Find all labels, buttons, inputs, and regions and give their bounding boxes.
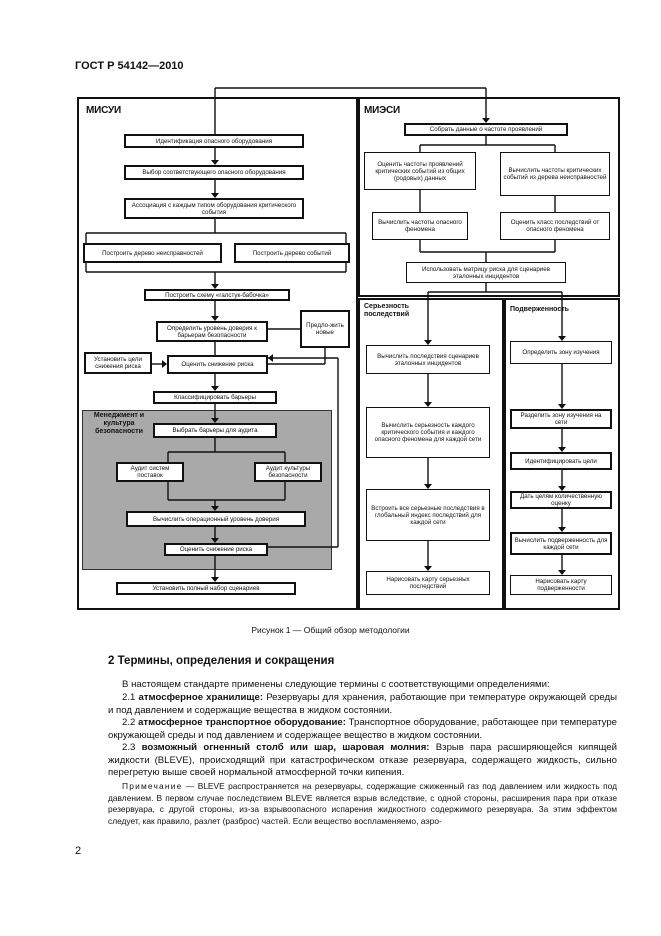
term-definition: Транспортное оборудование, работающее пр…	[108, 717, 617, 741]
box-calc-consequences: Вычислить последствия сценариев эталонны…	[366, 345, 490, 374]
box-assess-reduction-2: Оценить снижение риска	[164, 543, 268, 556]
figure-caption: Рисунок 1 — Общий обзор методологии	[251, 625, 410, 635]
box-assess-reduction: Оценить снижение риска	[167, 355, 268, 374]
box-calc-severity: Вычислить серьезность каждого критическо…	[366, 407, 490, 458]
box-audit-culture: Аудит культуры безопасности	[254, 462, 322, 482]
term-definition: Взрыв пара расширяющейся кипящей жидкост…	[108, 742, 617, 778]
term-name: атмосферное транспортное оборудование:	[138, 717, 346, 728]
box-select-equipment: Выбор соответствующего опасного оборудов…	[124, 165, 304, 180]
box-confidence-level: Определить уровень доверия к барьерам бе…	[156, 321, 268, 342]
box-identify-targets: Идентифицировать цели	[510, 452, 612, 470]
term-number: 2.3	[122, 742, 136, 753]
note-text: — BLEVE распространяется на резервуары, …	[108, 781, 617, 826]
miesi-title: МИЭСИ	[364, 105, 401, 116]
box-estimate-frequency: Оценить частоты проявлений критических с…	[364, 152, 476, 190]
box-calc-frequency: Вычислить частоты критических событий из…	[500, 152, 610, 196]
box-vulnerability-map: Нарисовать карту подверженности	[510, 575, 612, 595]
term-2-1: 2.1 атмосферное хранилище: Резервуары дл…	[108, 692, 617, 717]
box-define-zone: Определить зону изучения	[510, 341, 612, 364]
term-2-2: 2.2 атмосферное транспортное оборудовани…	[108, 717, 617, 742]
box-associate-event: Ассоциация с каждым типом оборудования к…	[124, 198, 304, 219]
box-severity-map: Нарисовать карту серьезных последствий	[366, 571, 490, 595]
box-quantify-targets: Дать целям количественную оценку	[510, 491, 612, 509]
box-classify-barriers: Классифицировать барьеры	[153, 391, 277, 404]
box-global-index: Встроить все серьезные последствия в гло…	[366, 489, 490, 541]
misui-title: МИСУИ	[86, 105, 122, 116]
box-choose-audit: Выбрать барьеры для аудита	[153, 423, 277, 438]
box-set-goals: Установить цели снижения риска	[84, 352, 152, 374]
box-propose-new: Предло-жить новые	[300, 310, 350, 348]
box-bowtie: Построить схему «галстук-бабочка»	[144, 289, 290, 301]
section-heading: 2 Термины, определения и сокращения	[108, 655, 335, 667]
box-full-scenario-set: Установить полный набор сценариев	[116, 582, 296, 595]
management-culture-title: Менеджмент и культура безопасности	[93, 412, 145, 435]
box-calc-hazard-frequency: Вычислить частоты опасного феномена	[372, 212, 468, 240]
box-audit-systems: Аудит систем поставок	[116, 462, 184, 482]
vulnerability-title: Подверженность	[510, 306, 569, 313]
box-calc-vulnerability: Вычислить подверженность для каждой сети	[510, 532, 612, 555]
page-number: 2	[75, 845, 82, 857]
box-risk-matrix: Использовать матрицу риска для сценариев…	[406, 262, 566, 283]
note-bleve: Примечание — BLEVE распространяется на р…	[108, 781, 617, 827]
severity-title: Серьезность последствий	[364, 303, 410, 318]
box-fault-tree: Построить дерево неисправностей	[83, 243, 222, 263]
term-number: 2.2	[122, 717, 136, 728]
term-name: атмосферное хранилище:	[138, 692, 264, 703]
term-name: возможный огненный столб или шар, шарова…	[141, 742, 430, 753]
box-calc-confidence: Вычислить операционный уровень доверия	[126, 511, 306, 527]
box-event-tree: Построить дерево событий	[234, 243, 350, 263]
box-estimate-consequence-class: Оценить класс последствий от опасного фе…	[500, 212, 610, 240]
term-2-3: 2.3 возможный огненный столб или шар, ша…	[108, 742, 617, 780]
box-identify-equipment: Идентификация опасного оборудования	[124, 134, 304, 148]
term-definition: Резервуары для хранения, работающие при …	[108, 692, 617, 716]
box-collect-frequency: Собрать данные о частоте проявлений	[404, 123, 568, 136]
document-id: ГОСТ Р 54142—2010	[75, 60, 184, 72]
term-number: 2.1	[122, 692, 136, 703]
section-intro: В настоящем стандарте применены следующи…	[108, 679, 617, 692]
box-divide-zone: Разделить зону изучения на сети	[510, 409, 612, 429]
note-label: Примечание	[122, 781, 183, 791]
intro-text: В настоящем стандарте применены следующи…	[122, 679, 550, 690]
